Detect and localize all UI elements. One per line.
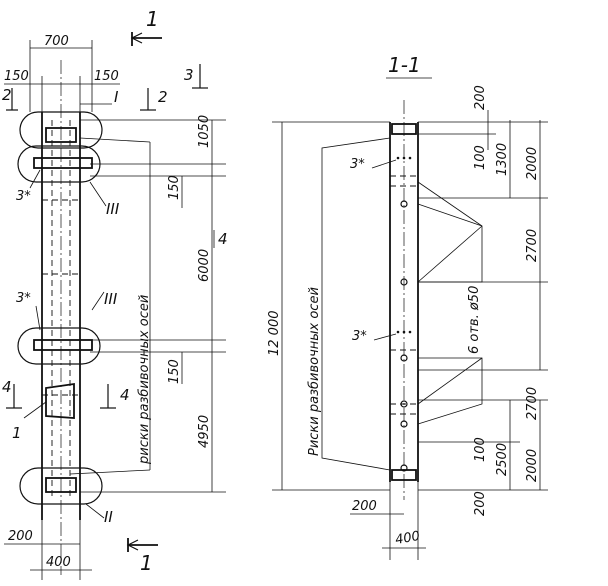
- hole-6: [400, 464, 408, 472]
- axis-marks-leader: [321, 137, 391, 471]
- view-mark-4-right: 4: [120, 386, 130, 404]
- node-label-upper-III: III: [106, 200, 120, 218]
- hole-5: [400, 420, 408, 428]
- dim-2700-lower: 2700: [525, 387, 540, 420]
- part-1-insert: [45, 382, 75, 419]
- hole-4: [400, 400, 408, 408]
- hole-1: [400, 200, 408, 208]
- node-label-lower-III: III: [104, 290, 118, 308]
- section-mark-3-lower: 3*: [352, 329, 367, 344]
- mark-3-dots-lower: [396, 330, 412, 334]
- dim-label-4-side: 4: [218, 230, 228, 248]
- section-axis-marks-note: Риски разбивочных осей: [307, 287, 322, 456]
- dim-1300: 1300: [495, 143, 510, 176]
- top-plate: [45, 127, 77, 143]
- dim-150-left-label: 150: [4, 69, 29, 84]
- view-mark-2-right: 2: [158, 88, 168, 106]
- lower-bracket-plate: [33, 339, 93, 351]
- node-label-II: II: [104, 508, 113, 526]
- dim-2000-bottom: 2000: [525, 449, 540, 482]
- dim-700-label: 700: [44, 34, 69, 49]
- mark-3-upper: 3*: [16, 189, 31, 204]
- hole-3: [400, 354, 408, 362]
- dim-200-bottom: 200: [473, 491, 488, 516]
- dim-2500: 2500: [495, 443, 510, 476]
- view-mark-3: 3: [184, 66, 194, 84]
- dim-12000: 12 000: [267, 311, 282, 357]
- node-label-I: I: [114, 88, 119, 106]
- column-elevation: 700 150 150 1 2 2 3 4 4 I III III: [2, 7, 228, 580]
- dim-6000: 6000: [197, 249, 212, 282]
- upper-bracket-plate: [33, 157, 93, 169]
- dim-1050: 1050: [197, 115, 212, 148]
- section-mark-bottom: 1: [140, 551, 153, 575]
- dim-200-bottom: 200: [8, 529, 33, 544]
- hole-count-label: 6 отв. ø50: [467, 286, 482, 354]
- dim-150-upper: 150: [167, 175, 182, 200]
- dim-150-right-label: 150: [94, 69, 119, 84]
- section-top-plate: [391, 123, 417, 135]
- dim-4950: 4950: [197, 415, 212, 448]
- view-mark-2-left: 2: [2, 86, 12, 104]
- dim-400-bottom: 400: [46, 555, 71, 570]
- dim-100-bottom: 100: [473, 437, 488, 462]
- bottom-plate: [45, 477, 77, 493]
- node-outline-II: [19, 467, 103, 505]
- node-outline-upper-III: [17, 145, 101, 183]
- hole-2: [400, 278, 408, 286]
- axis-marks-note: риски разбивочных осей: [137, 295, 152, 465]
- dim-2000-top: 2000: [525, 147, 540, 180]
- mark-3-lower: 3*: [16, 291, 31, 306]
- node-outline-I: [19, 111, 103, 149]
- section-mark-3-upper: 3*: [350, 157, 365, 172]
- dim-150-lower: 150: [167, 359, 182, 384]
- node-outline-lower-III: [17, 327, 101, 365]
- dim-100-top: 100: [473, 145, 488, 170]
- section-1-1: 1-1 3* 3*: [267, 53, 548, 560]
- dim-400-section: 400: [394, 529, 421, 548]
- section-title: 1-1: [388, 53, 421, 77]
- dim-200-top: 200: [473, 85, 488, 110]
- dim-2700-upper: 2700: [525, 229, 540, 262]
- part-1-label: 1: [12, 424, 22, 442]
- view-mark-4-left: 4: [2, 378, 12, 396]
- section-bottom-plate: [391, 469, 417, 481]
- mark-3-dots-upper: [396, 156, 412, 160]
- dim-200-left: 200: [352, 499, 377, 514]
- section-mark-top: 1: [146, 7, 159, 31]
